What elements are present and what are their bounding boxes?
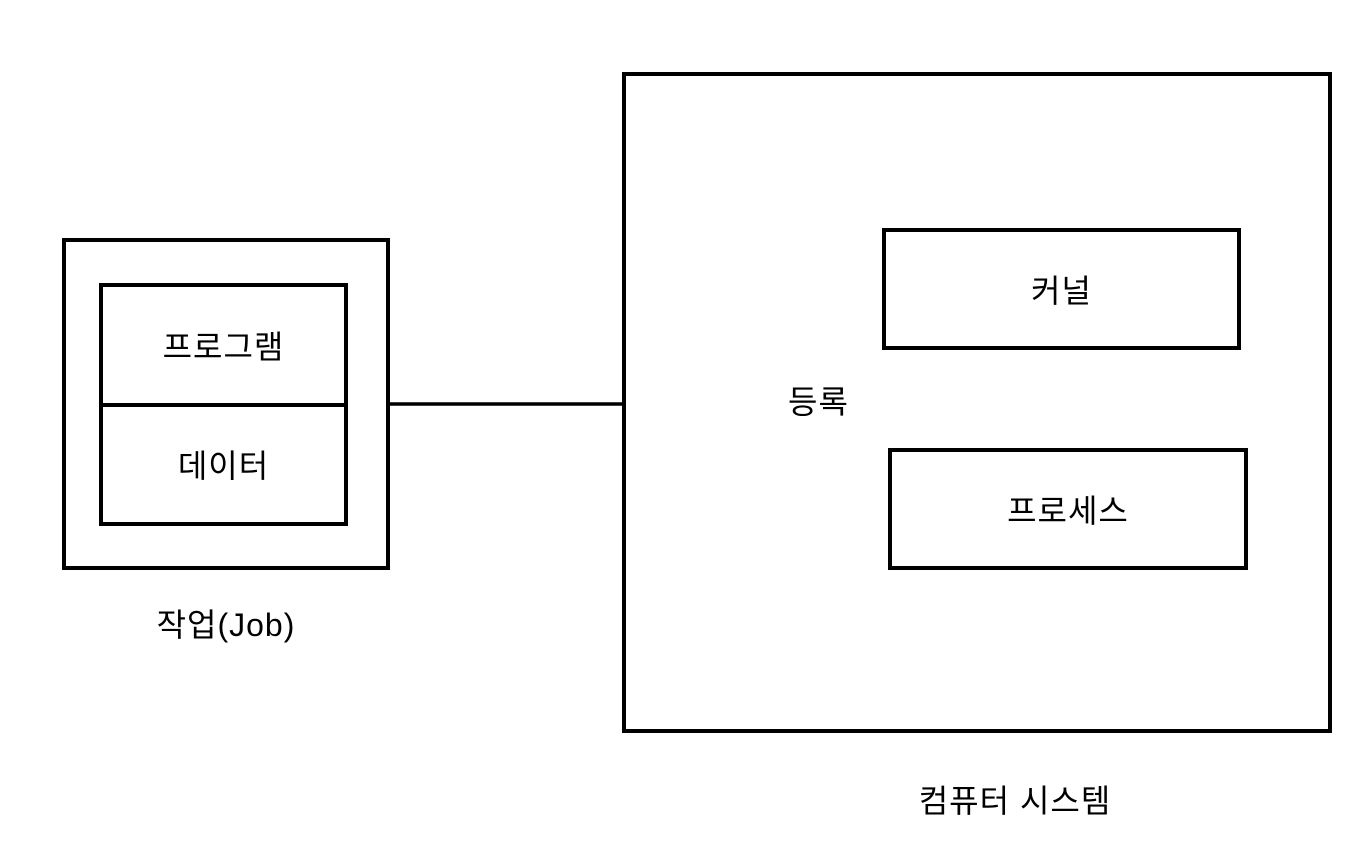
program-cell: 프로그램 xyxy=(103,287,344,407)
process-box: 프로세스 xyxy=(888,448,1248,570)
kernel-label: 커널 xyxy=(1031,273,1092,309)
register-edge-label: 등록 xyxy=(788,384,849,420)
computer-system-box xyxy=(622,72,1332,733)
process-label: 프로세스 xyxy=(1007,493,1129,529)
data-cell: 데이터 xyxy=(103,407,344,523)
data-label: 데이터 xyxy=(177,448,270,485)
computer-system-caption: 컴퓨터 시스템 xyxy=(918,783,1112,819)
job-inner-box: 프로그램 데이터 xyxy=(99,283,348,526)
kernel-box: 커널 xyxy=(882,228,1241,350)
job-caption: 작업(Job) xyxy=(156,607,296,643)
program-label: 프로그램 xyxy=(162,328,285,365)
